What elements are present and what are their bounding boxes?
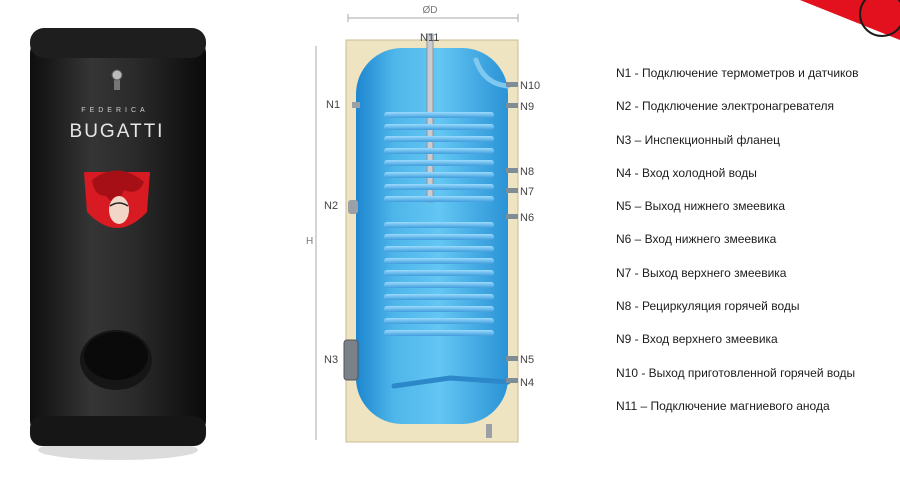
conn-label-n4: N4 bbox=[520, 377, 534, 389]
conn-label-n2: N2 bbox=[324, 200, 338, 212]
legend-item-n3: N3 – Инспекционный фланец bbox=[616, 132, 780, 147]
conn-label-n5: N5 bbox=[520, 354, 534, 366]
height-dimension: H bbox=[306, 46, 317, 440]
legend-item-n1: N1 - Подключение термометров и датчиков bbox=[616, 66, 859, 80]
tank-product-image: FEDERICA BUGATTI bbox=[30, 28, 206, 460]
diameter-label: ØD bbox=[423, 5, 438, 16]
right-side-fittings bbox=[506, 82, 518, 383]
hot-water-outlet-pipe bbox=[473, 57, 511, 89]
brand-emblem-icon bbox=[84, 170, 150, 228]
n1-sensor-fitting bbox=[352, 102, 360, 108]
legend-item-n10: N10 - Выход приготовленной горячей воды bbox=[616, 365, 856, 380]
n3-inspection-flange bbox=[343, 339, 359, 381]
lower-heat-coil bbox=[384, 222, 494, 336]
thermometer-gauge-icon bbox=[111, 69, 123, 90]
legend-item-n8: N8 - Рециркуляция горячей воды bbox=[616, 299, 800, 314]
brand-top-text: FEDERICA bbox=[81, 107, 148, 114]
legend-item-n11: N11 – Подключение магниевого анода bbox=[616, 398, 830, 413]
legend-item-n4: N4 - Вход холодной воды bbox=[616, 165, 757, 180]
cold-water-inlet-pipe bbox=[391, 375, 511, 389]
conn-label-n11: N11 bbox=[420, 32, 439, 44]
tank-cross-section-diagram: ØD H bbox=[306, 5, 540, 443]
legend-item-n5: N5 – Выход нижнего змеевика bbox=[616, 199, 786, 214]
conn-label-n3: N3 bbox=[324, 354, 338, 366]
conn-label-n7: N7 bbox=[520, 186, 534, 198]
conn-label-n10: N10 bbox=[520, 80, 540, 92]
brand-main-text: BUGATTI bbox=[70, 121, 165, 142]
legend-item-n2: N2 - Подключение электронагревателя bbox=[616, 99, 835, 114]
height-label: H bbox=[306, 236, 313, 247]
legend-item-n6: N6 – Вход нижнего змеевика bbox=[616, 232, 777, 247]
upper-heat-coil bbox=[384, 112, 494, 202]
diameter-dimension: ØD bbox=[347, 5, 519, 22]
legend-item-n9: N9 - Вход верхнего змеевика bbox=[616, 332, 778, 347]
legend-item-n7: N7 - Выход верхнего змеевика bbox=[616, 265, 787, 280]
conn-label-n8: N8 bbox=[520, 166, 534, 178]
n2-heater-fitting bbox=[348, 200, 358, 214]
conn-label-n1: N1 bbox=[326, 99, 340, 111]
inspection-flange-cover bbox=[80, 330, 152, 390]
bottom-fitting bbox=[486, 424, 492, 438]
corner-accent-decoration bbox=[800, 0, 900, 40]
conn-label-n6: N6 bbox=[520, 212, 534, 224]
conn-label-n9: N9 bbox=[520, 101, 534, 113]
connections-legend: N1 - Подключение термометров и датчиков … bbox=[616, 64, 858, 430]
